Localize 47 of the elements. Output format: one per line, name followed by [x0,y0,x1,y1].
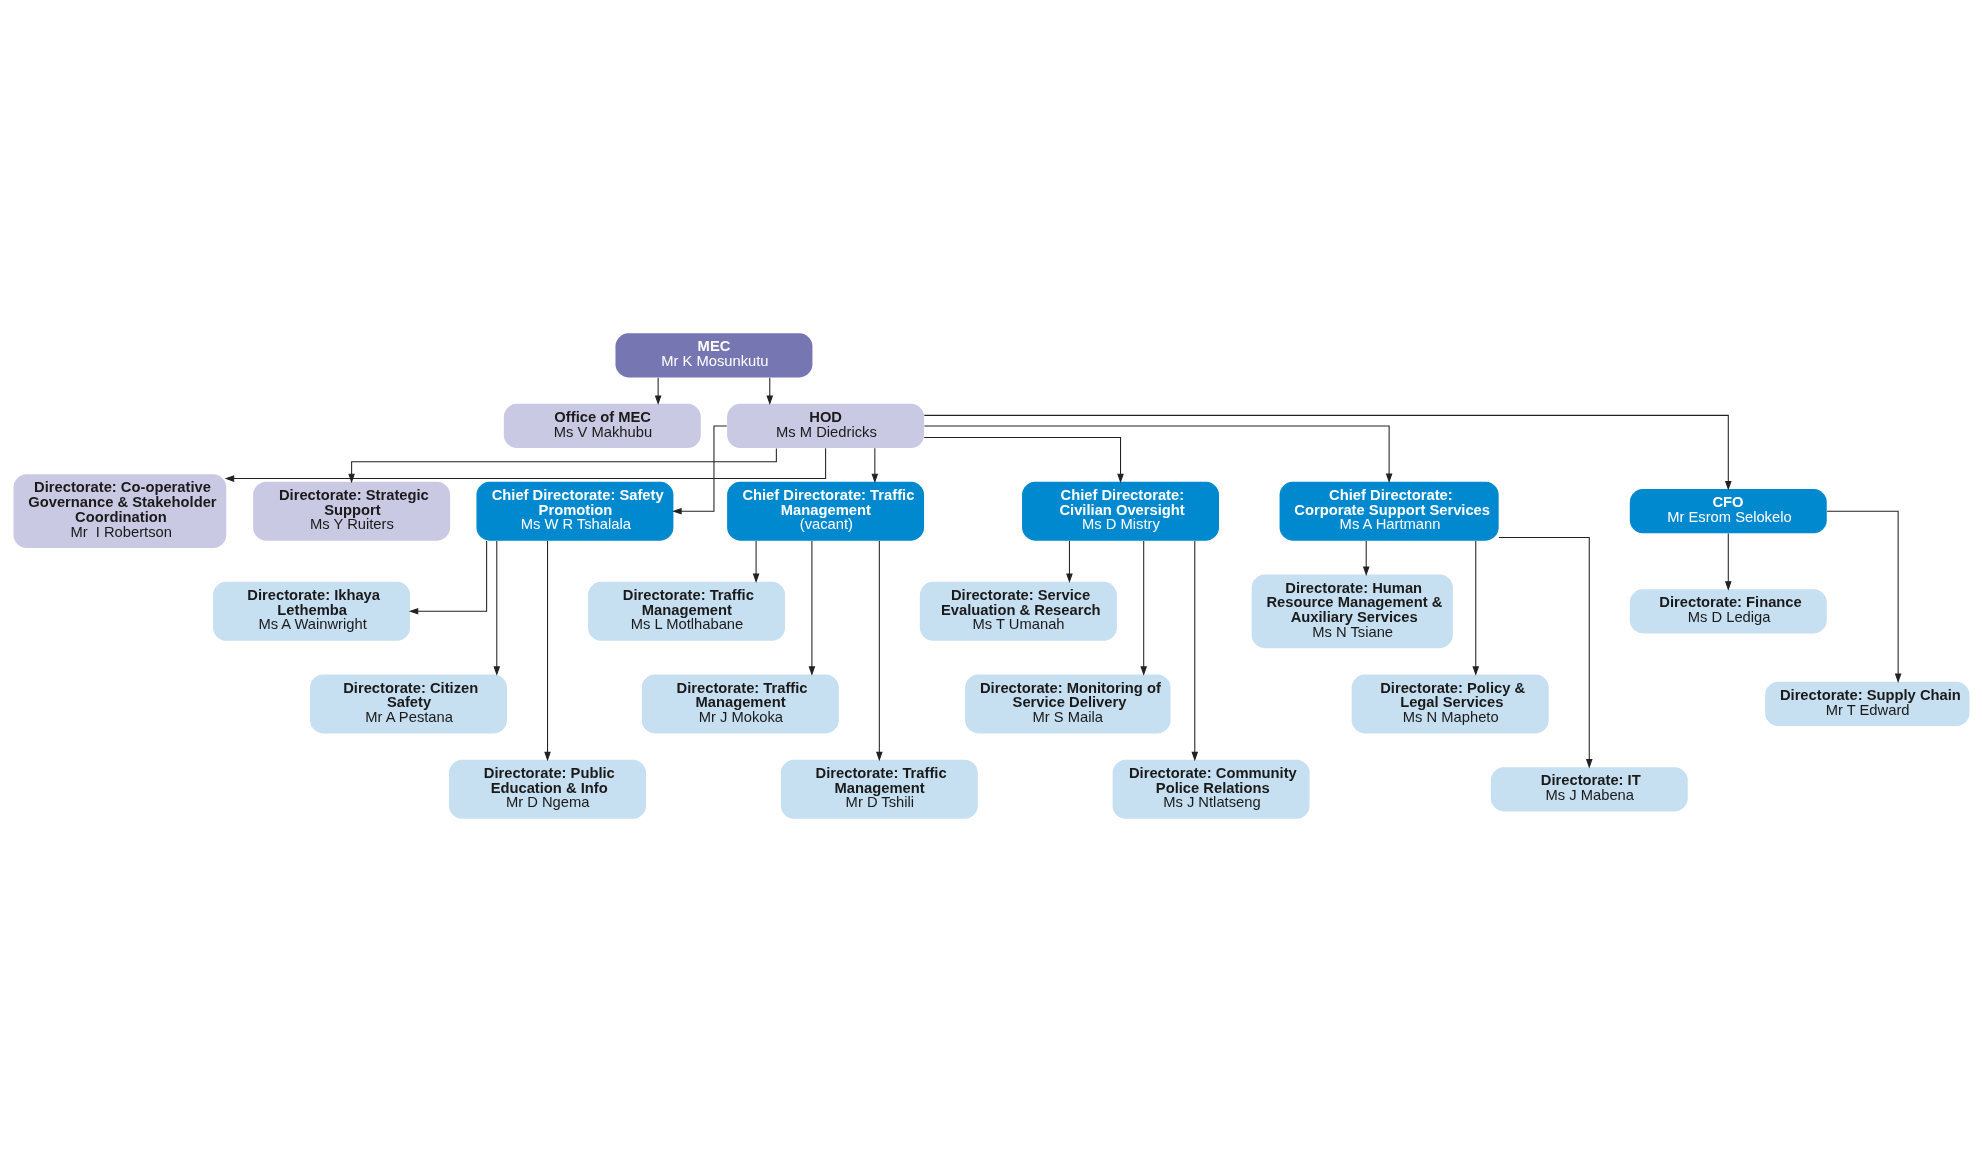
node-box: Directorate: Community Police Relations Ms J Ntlatseng [1112,759,1310,819]
arrow [808,540,815,676]
node-box: Directorate: Traffic Management Mr D Tshili [780,759,978,819]
node-box: Directorate: Citizen Safety Mr A Pestana [309,674,507,734]
node-box: Chief Directorate: Safety Promotion Ms W R Tshalala [475,481,673,541]
node-box: Chief Directorate: Corporate Support Services Ms A Hartmann [1279,481,1499,541]
node-box: Directorate: Traffic Management Ms L Motlhabane [587,581,785,641]
arrow [765,377,773,406]
node-box: Directorate: Supply Chain Mr T Edward [1764,681,1969,727]
node-box: Directorate: Ikhaya Lethemba Ms A Wainwright [212,581,410,641]
node-box: HOD Ms M Diedricks [726,403,924,448]
node-box: Directorate: Policy & Legal Services Ms N Mapheto [1351,674,1549,734]
node-box: CFO Mr Esrom Selokelo [1629,489,1827,534]
node-box: Directorate: Traffic Management Mr J Mokoka [641,674,839,734]
arrow [347,447,777,484]
node-box: Directorate: Strategic Support Ms Y Ruiters [252,481,450,541]
arrow [923,414,1732,491]
arrow [543,540,551,762]
arrow [1724,532,1732,591]
arrow [923,425,1392,483]
node-box: Chief Directorate: Civilian Oversight Ms D Mistry [1021,481,1219,541]
arrow [492,540,500,676]
node-box: Directorate: Co-operative Governance & Stakeholder Coordination Mr I Robertson [13,474,226,549]
node-box: Directorate: Finance Ms D Lediga [1629,589,1827,634]
arrow [923,436,1124,484]
arrow [224,447,826,482]
arrow [1065,540,1073,584]
node-box: Chief Directorate: Traffic Management (vacant) [726,481,924,541]
arrow [1139,540,1147,676]
arrow [671,425,727,515]
arrow [1497,537,1593,769]
arrow [1362,540,1370,576]
node-box: Office of MEC Ms V Makhubu [503,403,701,448]
node-box: Directorate: Monitoring of Service Delivery Mr S Maila [964,674,1171,734]
arrow [654,377,661,406]
arrow [871,447,878,484]
node-box: Directorate: IT Ms J Mabena [1490,767,1688,812]
node-box: Directorate: Public Education & Info Mr D Ngema [448,759,646,819]
arrow [1826,510,1901,684]
arrow [875,540,883,762]
arrow [1471,540,1479,676]
node-box: Directorate: Service Evaluation & Research Ms T Umanah [919,581,1117,641]
arrow [408,540,487,615]
arrow [752,540,759,584]
arrow [1190,540,1198,762]
node-box: MEC Mr K Mosunkutu [614,333,812,378]
node-box: Directorate: Human Resource Management & Auxiliary Services Ms N Tsiane [1251,574,1453,649]
